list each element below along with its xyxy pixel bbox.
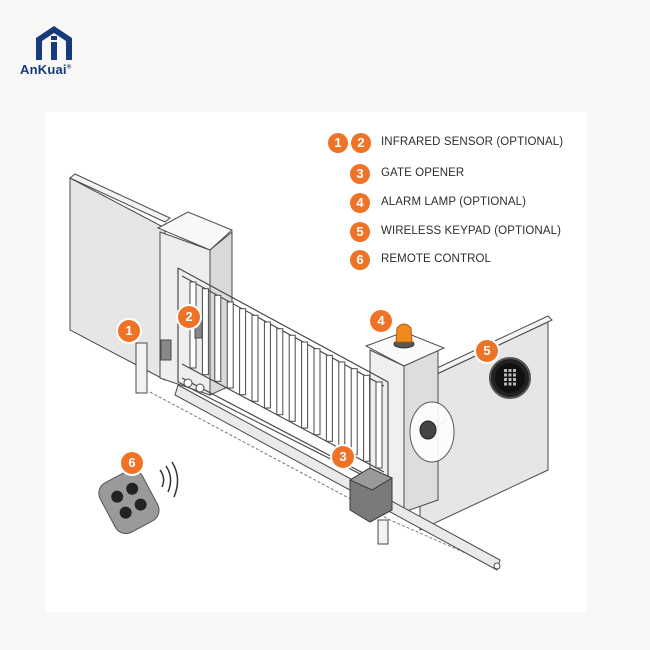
keypad-key: [504, 382, 507, 386]
right-pillar-top: [364, 331, 446, 367]
marker-5: 5: [476, 340, 498, 362]
gate-bar: [201, 288, 209, 376]
gate-bar: [301, 341, 309, 429]
legend-number: 6: [350, 250, 370, 270]
keypad-key: [513, 373, 516, 377]
marker-3: 3: [332, 446, 354, 468]
keypad-key: [508, 378, 512, 381]
left-pillar-top: [156, 211, 233, 251]
gate-bar: [363, 374, 371, 462]
keypad-icon: [489, 357, 531, 399]
legend-label: ALARM LAMP (OPTIONAL): [381, 196, 527, 208]
alarm-lamp-icon: [393, 323, 415, 349]
remote-control-icon: [98, 469, 160, 535]
signal-waves-icon: [159, 461, 179, 498]
gate-bars: [189, 281, 383, 469]
gate-opener: [348, 467, 394, 545]
marker-4: 4: [370, 310, 392, 332]
legend-number: 2: [351, 133, 371, 153]
legend-number: 3: [350, 164, 370, 184]
gate-bar: [325, 354, 333, 442]
keypad-key: [508, 382, 512, 386]
gate-bar: [375, 381, 383, 469]
left-wall: [69, 177, 166, 381]
marker-1: 1: [118, 320, 140, 342]
gate-bar: [288, 334, 296, 422]
keypad-key: [513, 378, 516, 381]
gate-bar: [338, 361, 346, 449]
keypad-key: [504, 373, 507, 377]
keypad-key: [508, 373, 512, 377]
keypad-key: [508, 369, 512, 372]
gate-bar: [226, 301, 234, 389]
legend-label: GATE OPENER: [381, 167, 465, 179]
gate-bar: [263, 321, 271, 409]
left-wall-top: [69, 173, 171, 223]
marker-2: 2: [178, 306, 200, 328]
legend-number: 5: [350, 222, 370, 242]
gate-bar: [214, 294, 222, 382]
legend-number: 4: [350, 193, 370, 213]
gate-bar: [313, 348, 321, 436]
keypad-key: [504, 378, 507, 381]
keypad-key: [504, 369, 507, 372]
legend-label: INFRARED SENSOR (OPTIONAL): [381, 136, 564, 148]
infrared-sensor-left: [135, 339, 172, 394]
house-logo-icon: [36, 26, 72, 60]
brand-logo: AnKuai®: [20, 18, 90, 80]
legend-label: WIRELESS KEYPAD (OPTIONAL): [381, 225, 562, 237]
ground-rail: [174, 384, 501, 571]
gate-bar: [350, 368, 358, 456]
marker-6: 6: [121, 452, 143, 474]
keypad-key: [513, 369, 516, 372]
gate-bar: [239, 308, 247, 396]
gate-bottom-rollers: [183, 378, 205, 393]
brand-name: AnKuai®: [20, 62, 72, 77]
legend-label: REMOTE CONTROL: [381, 253, 492, 265]
keypad-key: [513, 382, 516, 386]
gate-bar: [276, 328, 284, 416]
legend-number: 1: [328, 133, 348, 153]
gate-bar: [251, 314, 259, 402]
